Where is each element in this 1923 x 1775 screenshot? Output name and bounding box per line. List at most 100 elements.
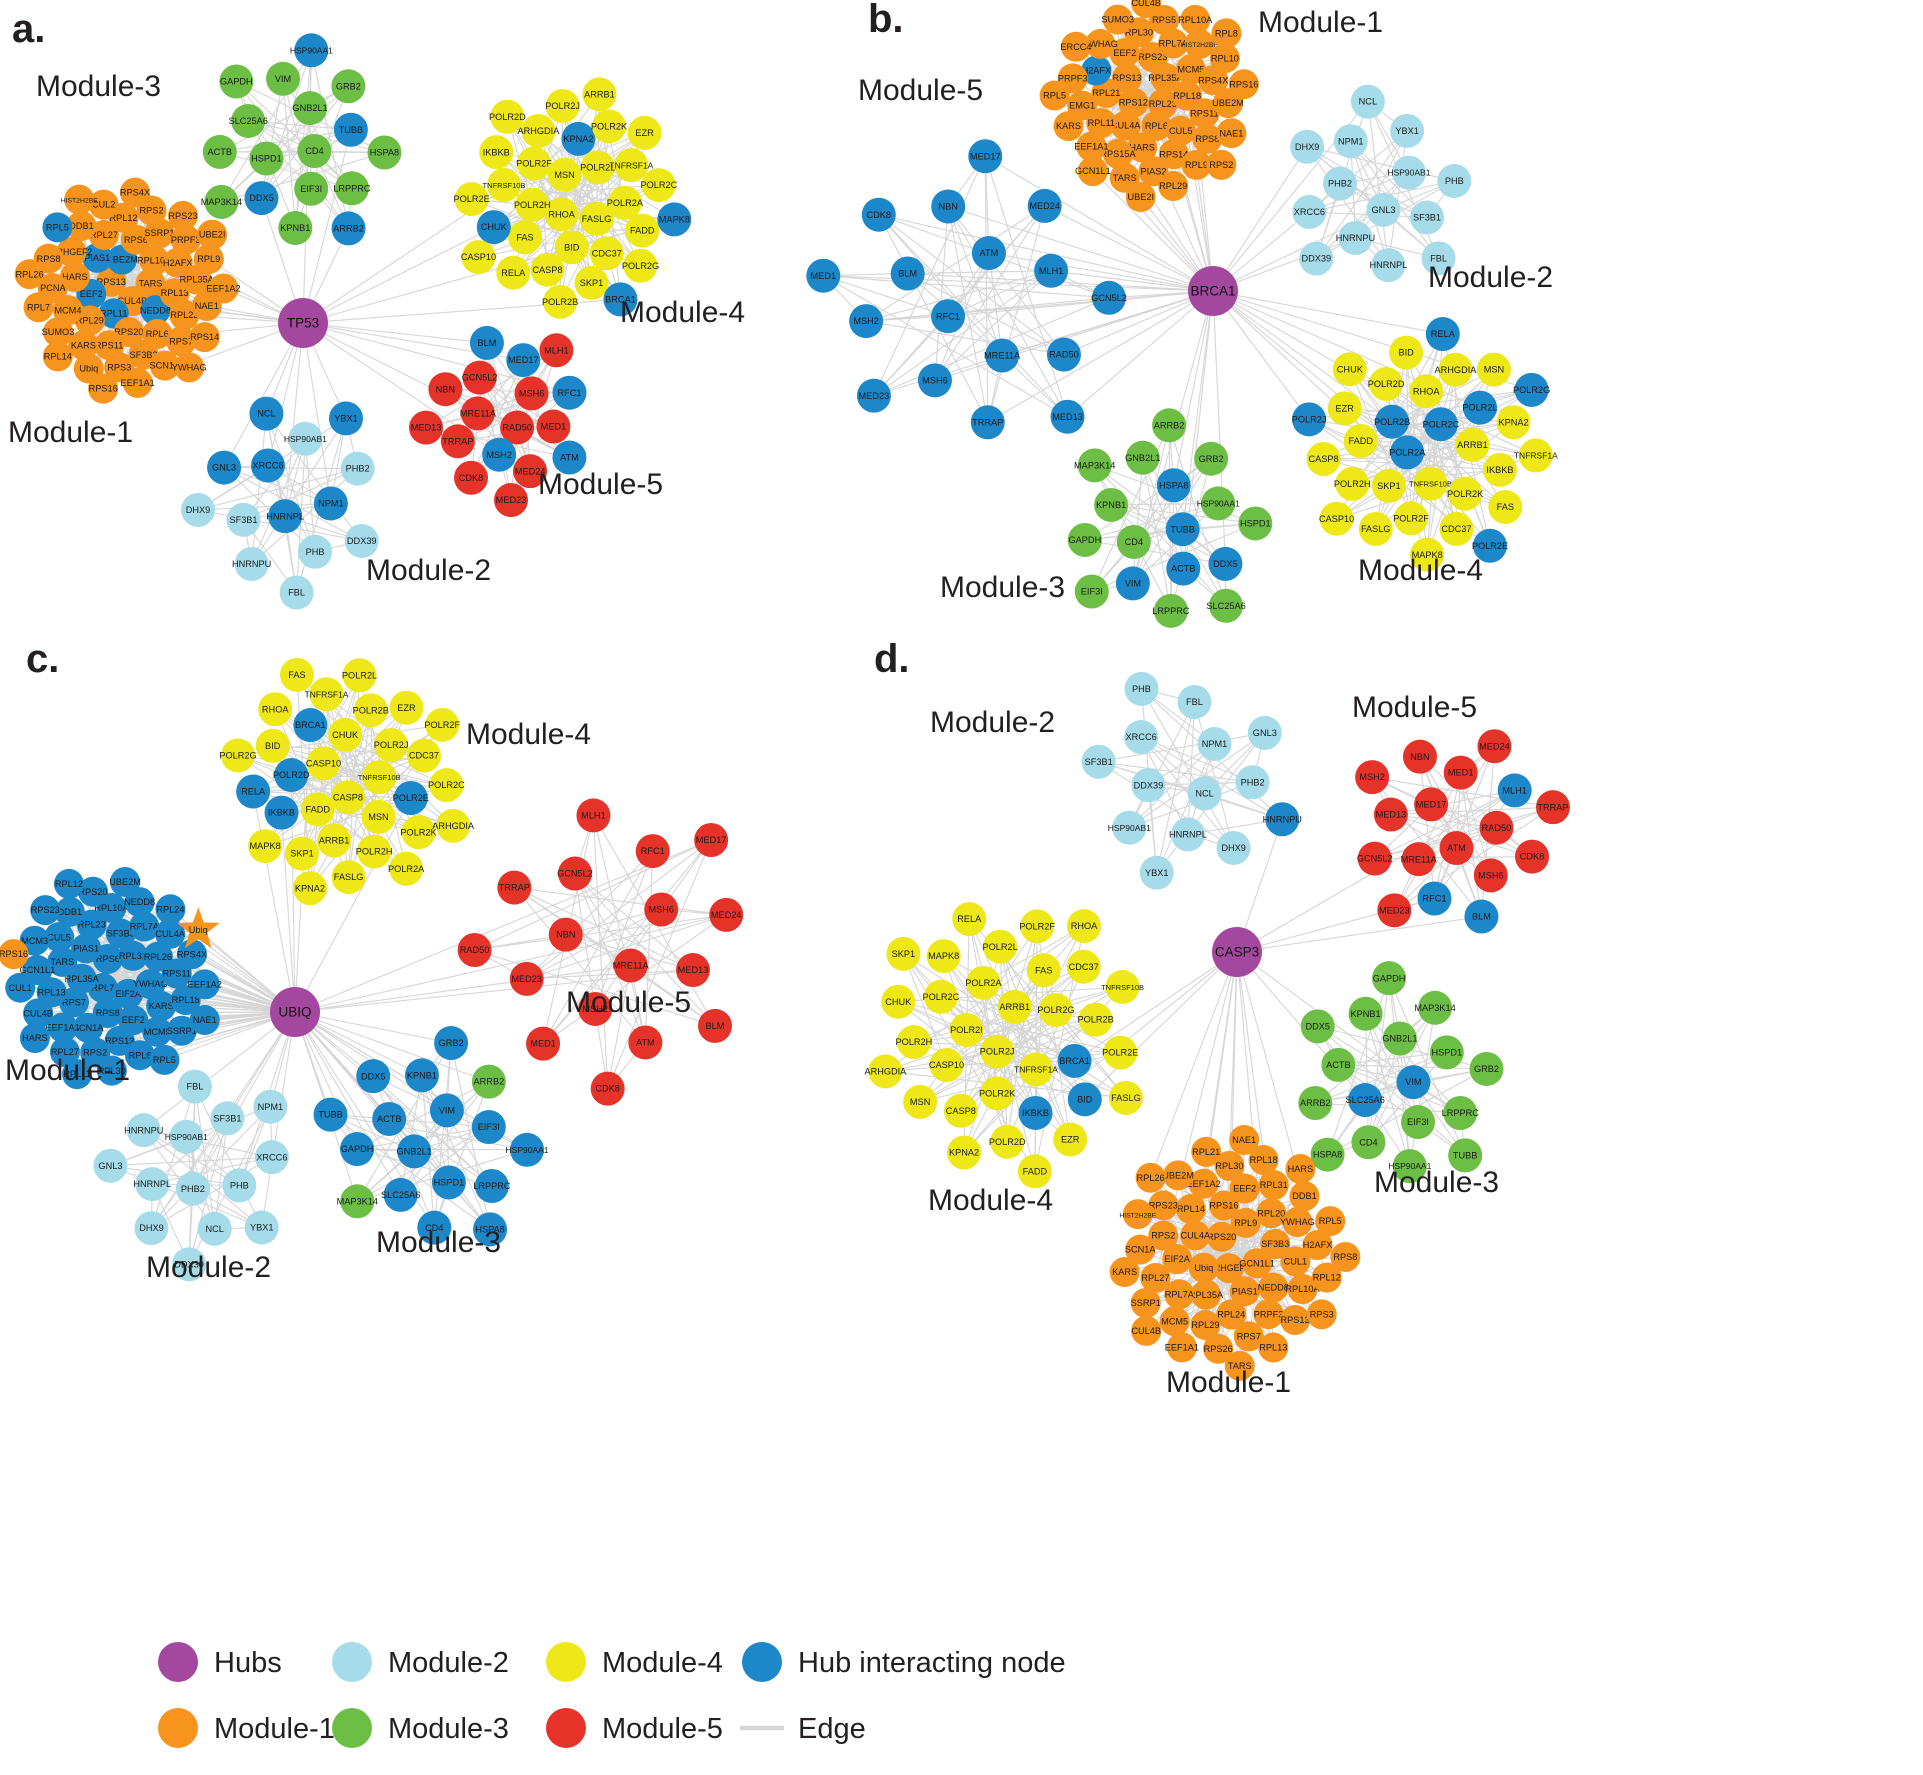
node-KPNB1[interactable]	[1094, 487, 1129, 522]
node-FAS[interactable]	[1488, 490, 1523, 525]
node-POLR2C[interactable]	[429, 768, 464, 803]
node-RPL6[interactable]	[124, 1040, 155, 1071]
node-CD4[interactable]	[1351, 1125, 1386, 1160]
node-MAP3K14[interactable]	[204, 184, 239, 219]
node-SUMO3[interactable]	[1102, 4, 1133, 35]
node-NPM1[interactable]	[1333, 124, 1368, 159]
node-POLR2I[interactable]	[949, 1012, 984, 1047]
node-RPS26[interactable]	[1203, 1333, 1234, 1364]
node-RPL18[interactable]	[1248, 1145, 1279, 1176]
node-RPS13[interactable]	[1112, 63, 1143, 94]
node-CASP8[interactable]	[943, 1093, 978, 1128]
node-CDC37[interactable]	[406, 738, 441, 773]
node-RPL10A[interactable]	[1287, 1274, 1318, 1305]
node-DHX9[interactable]	[180, 492, 215, 527]
node-RAD50[interactable]	[1046, 337, 1081, 372]
node-GAPDH[interactable]	[219, 64, 254, 99]
node-RPS16[interactable]	[88, 373, 119, 404]
node-Ubiq[interactable]	[176, 907, 220, 949]
node-NBN[interactable]	[428, 372, 463, 407]
node-RPS12[interactable]	[1118, 87, 1149, 118]
node-FBL[interactable]	[279, 575, 314, 610]
node-RPL5[interactable]	[149, 1044, 180, 1075]
node-CASP10[interactable]	[306, 746, 341, 781]
node-PHB2[interactable]	[340, 451, 375, 486]
node-TNFRSF10B[interactable]	[1105, 969, 1140, 1004]
node-RFC1[interactable]	[1417, 881, 1452, 916]
node-NCL[interactable]	[197, 1211, 232, 1246]
node-HSP90AB1[interactable]	[1391, 155, 1426, 190]
node-FADD[interactable]	[1343, 423, 1378, 458]
node-MED23[interactable]	[494, 483, 529, 518]
node-CHUK[interactable]	[1332, 352, 1367, 387]
node-RHOA[interactable]	[258, 692, 293, 727]
node-TUBB[interactable]	[1165, 512, 1200, 547]
node-RPS3[interactable]	[1306, 1299, 1337, 1330]
node-YWHAG[interactable]	[1282, 1207, 1313, 1238]
node-CUL5[interactable]	[1165, 115, 1196, 146]
node-DDX39[interactable]	[172, 1247, 207, 1282]
node-EEF1A2[interactable]	[208, 273, 239, 304]
node-RPL12[interactable]	[53, 868, 84, 899]
node-RPL14[interactable]	[1175, 1193, 1206, 1224]
node-CUL5[interactable]	[44, 922, 75, 953]
node-MSN[interactable]	[361, 799, 396, 834]
node-HSP90AA1[interactable]	[1201, 486, 1236, 521]
node-HIST2H2BE[interactable]	[1184, 29, 1215, 60]
node-SLC25A6[interactable]	[383, 1177, 418, 1212]
node-MAPK8[interactable]	[248, 829, 283, 864]
node-NPM1[interactable]	[1197, 727, 1232, 762]
node-POLR2J[interactable]	[1292, 402, 1327, 437]
node-KARS[interactable]	[146, 990, 177, 1021]
node-CD4[interactable]	[1116, 524, 1151, 559]
node-ARHGDIA[interactable]	[436, 808, 471, 843]
node-ARHGEF2[interactable]	[56, 237, 87, 268]
node-TRRAP[interactable]	[970, 405, 1005, 440]
node-YWHAG[interactable]	[1085, 28, 1116, 59]
node-RFC1[interactable]	[635, 834, 670, 869]
node-MCM5[interactable]	[1159, 1306, 1190, 1337]
node-HSPD1[interactable]	[249, 141, 284, 176]
node-CUL4B[interactable]	[23, 998, 54, 1029]
node-MED24[interactable]	[709, 897, 744, 932]
node-DDB1[interactable]	[54, 896, 85, 927]
node-SSRP1[interactable]	[144, 218, 175, 249]
node-YBX1[interactable]	[328, 401, 363, 436]
node-SLC25A6[interactable]	[1209, 588, 1244, 623]
node-SF3B1[interactable]	[1081, 744, 1116, 779]
node-RPS20[interactable]	[1206, 1221, 1237, 1252]
node-GNB2L1[interactable]	[293, 91, 328, 126]
node-RPS16[interactable]	[1208, 1190, 1239, 1221]
node-DHX9[interactable]	[1290, 129, 1325, 164]
node-ATM[interactable]	[628, 1025, 663, 1060]
node-MSN[interactable]	[903, 1084, 938, 1119]
node-FADD[interactable]	[1017, 1154, 1052, 1189]
node-SF3B1[interactable]	[210, 1101, 245, 1136]
node-YBX1[interactable]	[1139, 855, 1174, 890]
node-MED17[interactable]	[506, 343, 541, 378]
hub-node-BRCA1[interactable]	[1188, 266, 1238, 316]
node-EIF3I[interactable]	[1401, 1105, 1436, 1140]
node-TNFRSF1A[interactable]	[1019, 1052, 1054, 1087]
node-YBX1[interactable]	[244, 1210, 279, 1245]
node-EIF3I[interactable]	[471, 1110, 506, 1145]
node-RPL26[interactable]	[1135, 1162, 1166, 1193]
node-FBL[interactable]	[177, 1069, 212, 1104]
node-LRPPRC[interactable]	[1153, 593, 1188, 628]
node-DDX39[interactable]	[1131, 768, 1166, 803]
node-ARRB2[interactable]	[471, 1064, 506, 1099]
node-DDX5[interactable]	[1208, 546, 1243, 581]
node-MED23[interactable]	[856, 378, 891, 413]
node-CUL4A[interactable]	[1110, 110, 1141, 141]
node-VIM[interactable]	[1396, 1065, 1431, 1100]
node-DDX5[interactable]	[356, 1059, 391, 1094]
node-POLR2H[interactable]	[1335, 466, 1370, 501]
node-MAPK8[interactable]	[1410, 537, 1445, 572]
node-CASP10[interactable]	[929, 1048, 964, 1083]
node-ARHGDIA[interactable]	[868, 1054, 903, 1089]
node-NAE1[interactable]	[189, 1005, 220, 1036]
node-TNFRSF10B[interactable]	[362, 760, 397, 795]
node-CDC37[interactable]	[1439, 511, 1474, 546]
node-HSPA8[interactable]	[473, 1212, 508, 1247]
node-HSP90AA1[interactable]	[1392, 1149, 1427, 1184]
